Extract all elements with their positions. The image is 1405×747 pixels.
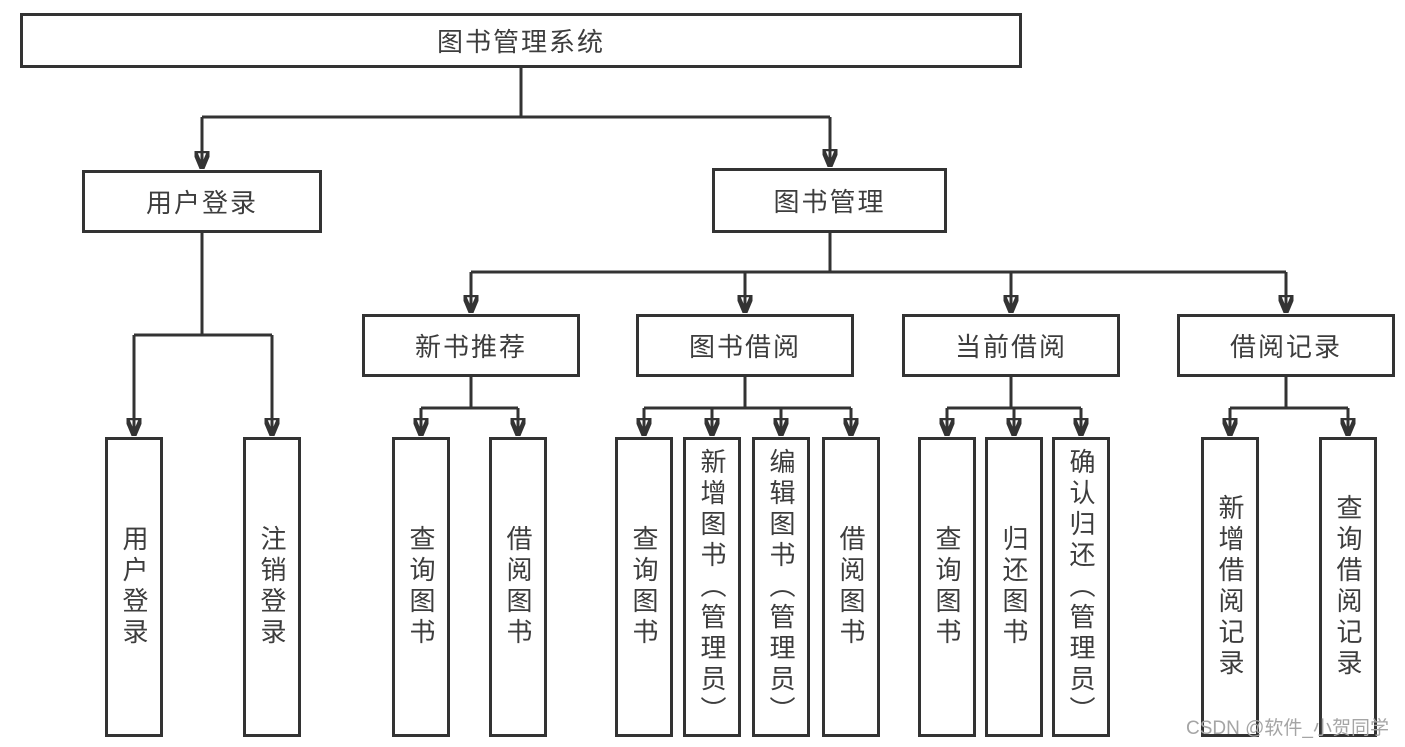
leaf-borrow-borrow-books: 借阅图书: [822, 437, 880, 737]
leaf-user-login: 用户登录: [105, 437, 163, 737]
csdn-watermark: CSDN @软件_小贺同学: [1186, 718, 1389, 739]
leaf-logout-login-label: 注销登录: [257, 525, 287, 649]
leaf-current-return-books-label: 归还图书: [999, 525, 1029, 649]
leaf-borrow-query-books: 查询图书: [615, 437, 673, 737]
leaf-current-confirm-return-admin-label: 确认归还（管理员）: [1066, 447, 1096, 727]
connector-borrow-record-to-leaves: [1230, 377, 1348, 436]
connector-new-book-rec-to-leaves: [421, 377, 518, 436]
leaf-logout-login: 注销登录: [243, 437, 301, 737]
node-book-borrow: 图书借阅: [636, 314, 854, 377]
connector-book-mgmt-to-level3: [471, 233, 1286, 313]
leaf-record-add-borrow-record-label: 新增借阅记录: [1215, 494, 1245, 680]
leaf-borrow-query-books-label: 查询图书: [629, 525, 659, 649]
connector-root-to-level2: [202, 68, 830, 169]
leaf-user-login-label: 用户登录: [119, 525, 149, 649]
leaf-record-query-borrow-record: 查询借阅记录: [1319, 437, 1377, 737]
leaf-borrow-edit-books-admin-label: 编辑图书（管理员）: [766, 447, 796, 727]
node-new-book-recommend: 新书推荐: [362, 314, 580, 377]
leaf-current-confirm-return-admin: 确认归还（管理员）: [1052, 437, 1110, 737]
leaf-current-query-books-label: 查询图书: [932, 525, 962, 649]
leaf-newrec-query-books: 查询图书: [392, 437, 450, 737]
node-user-login: 用户登录: [82, 170, 322, 233]
leaf-newrec-query-books-label: 查询图书: [406, 525, 436, 649]
connector-user-login-to-leaves: [134, 233, 272, 436]
node-library-system: 图书管理系统: [20, 13, 1022, 68]
leaf-newrec-borrow-books: 借阅图书: [489, 437, 547, 737]
connector-current-borrow-to-leaves: [947, 377, 1081, 436]
node-book-management: 图书管理: [712, 168, 947, 233]
connector-book-borrow-to-leaves: [644, 377, 851, 436]
leaf-record-query-borrow-record-label: 查询借阅记录: [1333, 494, 1363, 680]
leaf-borrow-add-books-admin: 新增图书（管理员）: [683, 437, 741, 737]
leaf-record-add-borrow-record: 新增借阅记录: [1201, 437, 1259, 737]
leaf-borrow-borrow-books-label: 借阅图书: [836, 525, 866, 649]
leaf-newrec-borrow-books-label: 借阅图书: [503, 525, 533, 649]
node-current-borrow: 当前借阅: [902, 314, 1120, 377]
leaf-current-return-books: 归还图书: [985, 437, 1043, 737]
leaf-borrow-edit-books-admin: 编辑图书（管理员）: [752, 437, 810, 737]
node-borrow-record: 借阅记录: [1177, 314, 1395, 377]
leaf-current-query-books: 查询图书: [918, 437, 976, 737]
leaf-borrow-add-books-admin-label: 新增图书（管理员）: [697, 447, 727, 727]
